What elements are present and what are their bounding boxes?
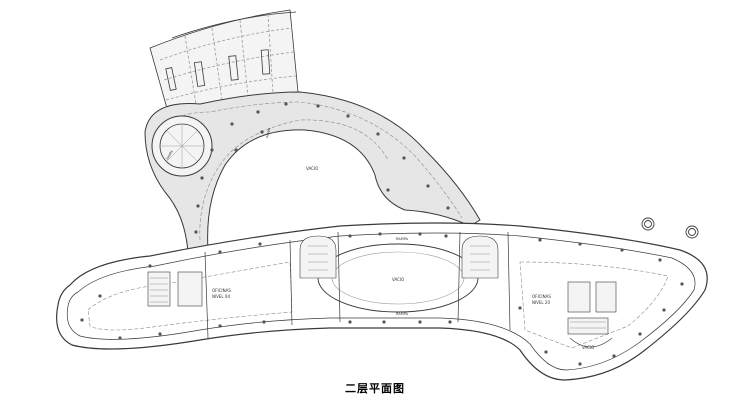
upper-fan-wing xyxy=(149,9,299,113)
label-nivel-right: NIVEL 20 xyxy=(532,300,550,305)
main-lower-wing xyxy=(56,222,708,381)
label-rampa-bottom: RAMPA xyxy=(396,312,409,316)
plan-labels: VACIO VACIO VACIO RAMPA RAMPA OFICINAS N… xyxy=(165,126,594,350)
label-rampa-curve-2: RAMPA xyxy=(265,126,272,138)
label-nivel-left: NIVEL 04 xyxy=(212,294,230,299)
label-rampa-curve-1: RAMPA xyxy=(165,149,174,161)
label-rampa-top: RAMPA xyxy=(396,237,409,241)
label-oficinas-right: OFICINAS xyxy=(532,294,551,299)
detached-circles xyxy=(641,217,699,239)
label-vacio-top: VACIO xyxy=(306,166,318,171)
plan-caption: 二层平面图 xyxy=(345,382,405,395)
label-oficinas-left: OFICINAS xyxy=(212,288,231,293)
label-vacio-center: VACIO xyxy=(392,277,404,282)
label-vacio-right: VACIO xyxy=(582,345,594,350)
